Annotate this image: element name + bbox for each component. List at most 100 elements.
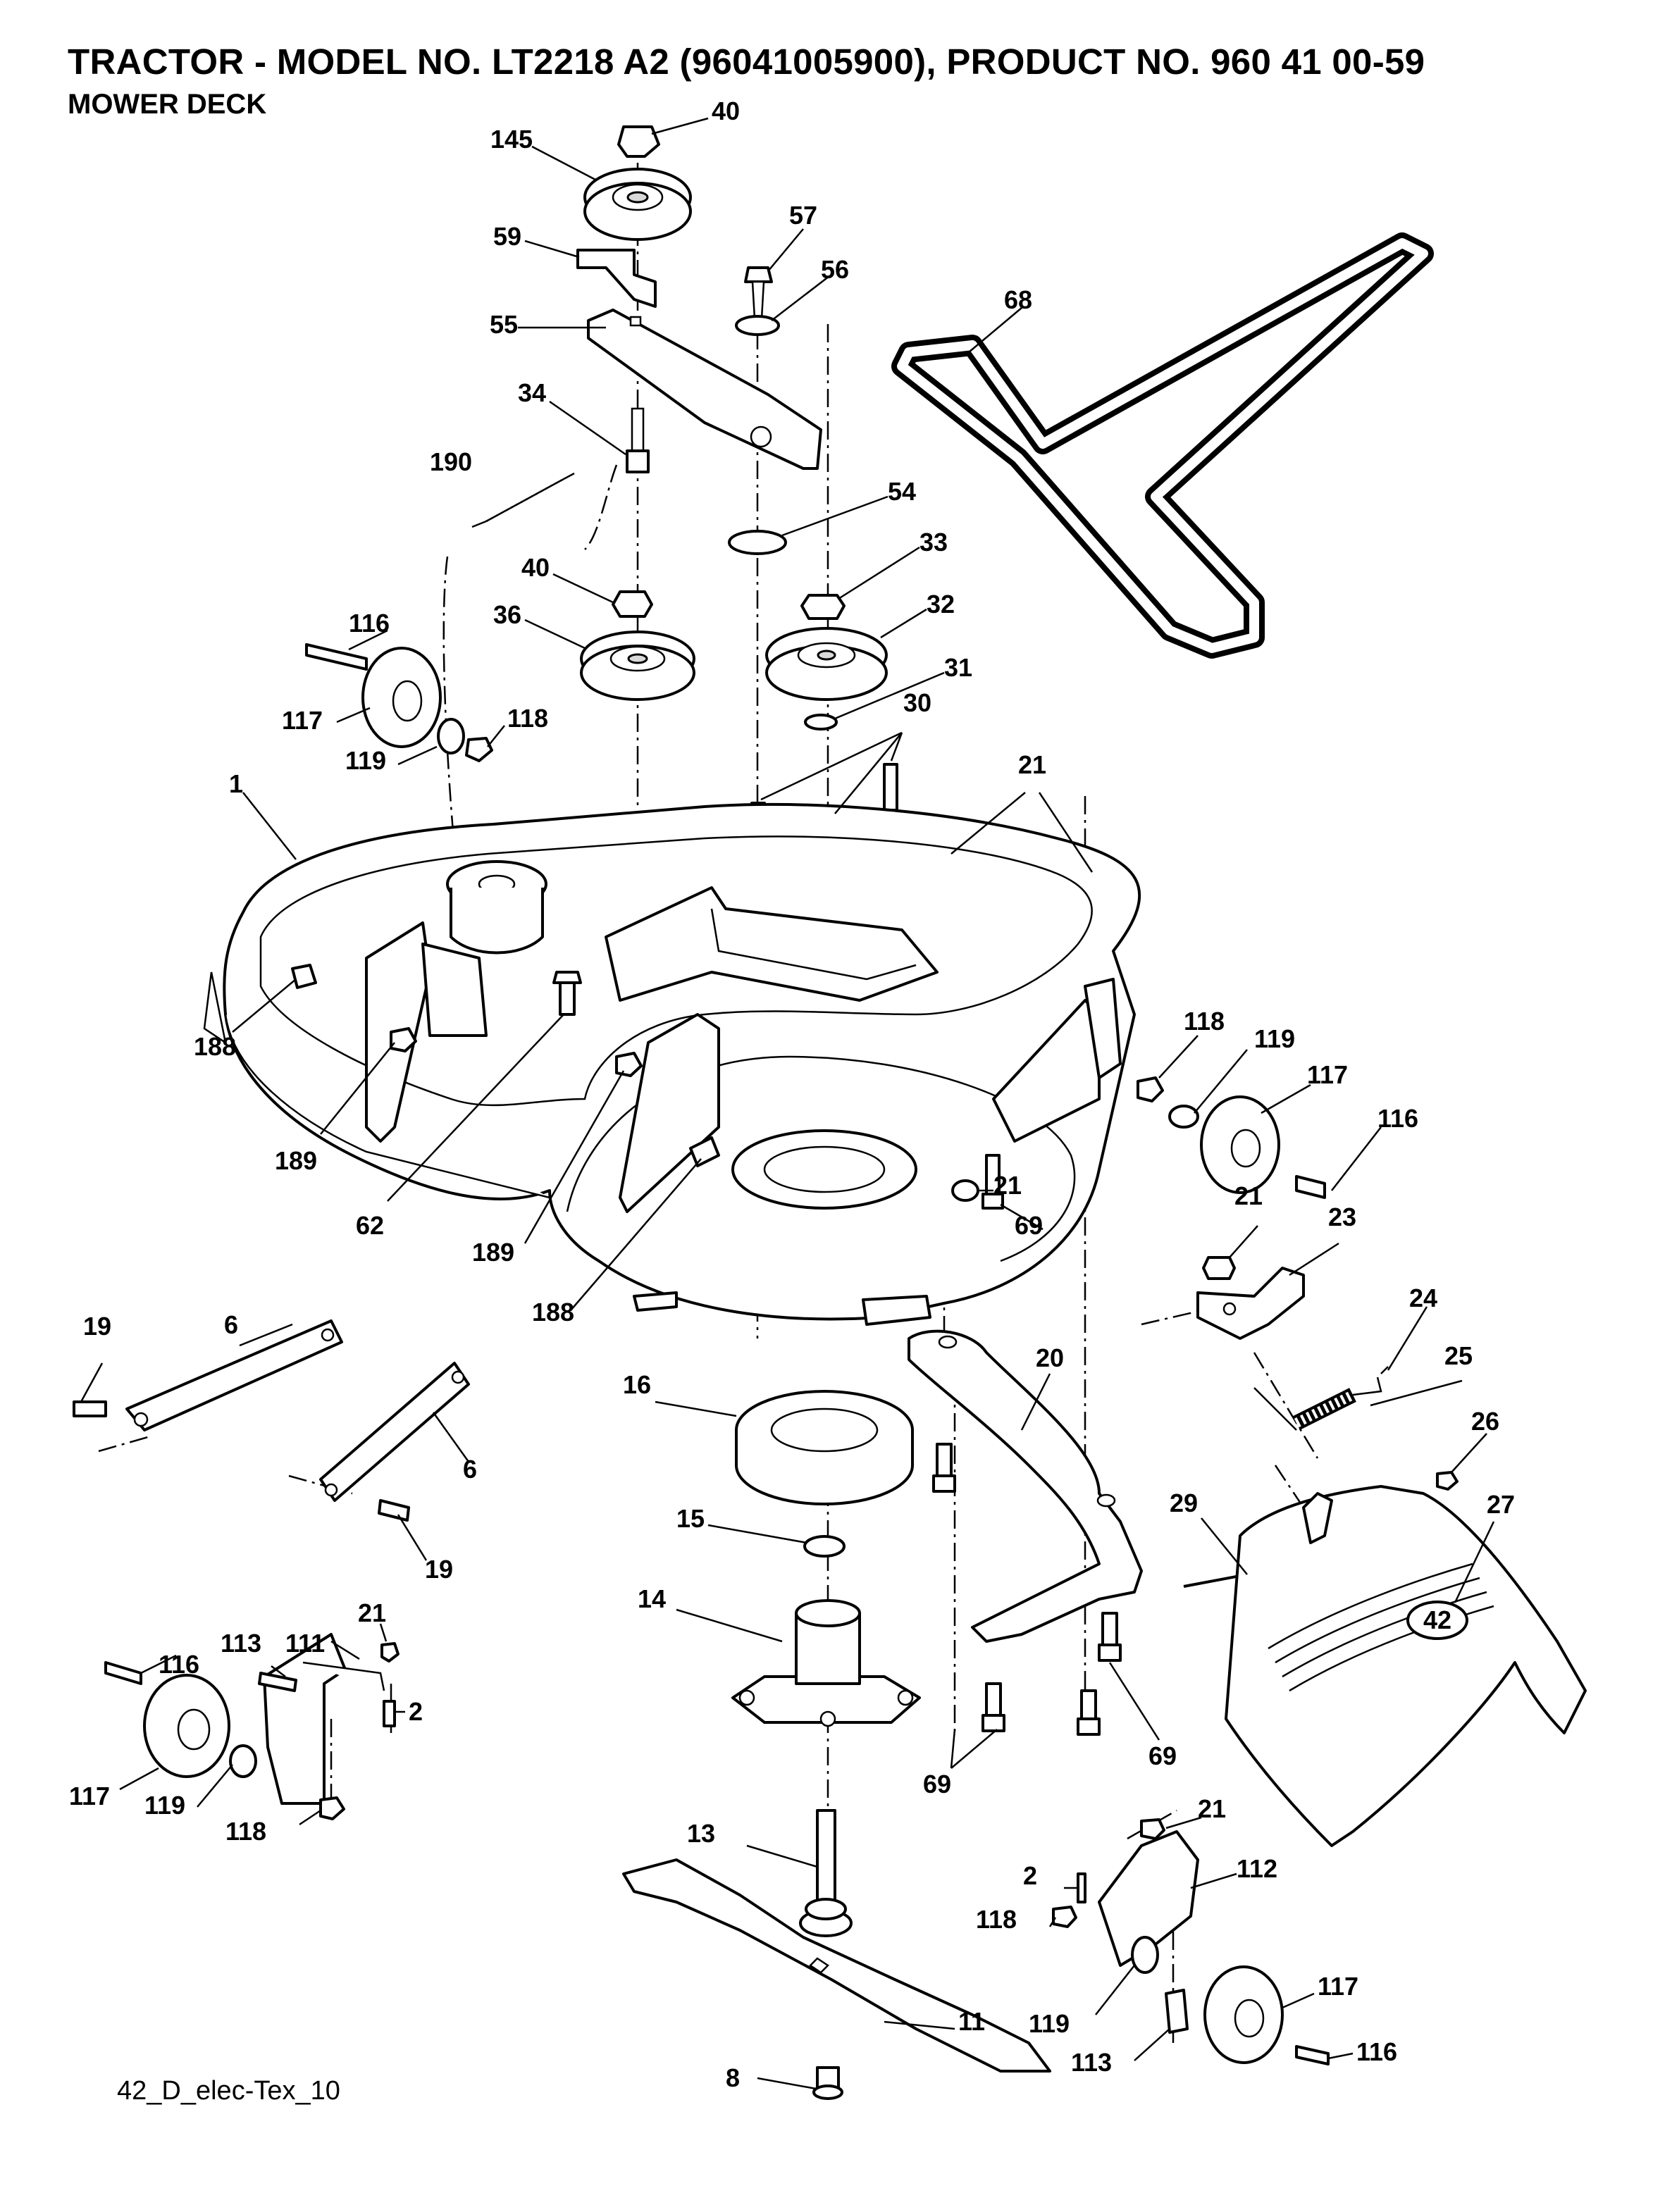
callout-label: 189 <box>275 1146 317 1175</box>
callout-label: 8 <box>726 2063 740 2092</box>
callout-label: 59 <box>493 222 521 251</box>
callout-label: 69 <box>923 1770 951 1798</box>
callout-label: 112 <box>1237 1854 1277 1883</box>
callout-label: 145 <box>490 125 533 154</box>
arm-6-lower <box>319 1362 470 1502</box>
bolt-62 <box>552 971 582 1016</box>
nut-33 <box>800 594 846 620</box>
callout-label: 118 <box>225 1817 266 1846</box>
callout-label: 69 <box>1148 1741 1177 1770</box>
callout-label: 1 <box>229 769 243 798</box>
callout-label: 19 <box>425 1555 453 1584</box>
callout-label: 23 <box>1328 1203 1356 1231</box>
callout-label: 6 <box>224 1310 238 1339</box>
callout-label: 118 <box>507 704 548 733</box>
callout-label: 54 <box>888 477 916 506</box>
callout-label: 119 <box>144 1791 185 1820</box>
washer-31 <box>804 714 838 731</box>
spring-190 <box>471 472 575 528</box>
callout-label: 32 <box>927 590 955 619</box>
callout-label: 13 <box>687 1819 715 1848</box>
callout-label: 21 <box>1198 1794 1226 1823</box>
callout-label: 188 <box>194 1032 236 1061</box>
callout-label: 68 <box>1004 285 1032 314</box>
callout-label: 2 <box>409 1697 423 1726</box>
callout-label: 117 <box>1318 1972 1358 2001</box>
washer-15 <box>803 1535 846 1558</box>
callout-label: 116 <box>349 609 390 638</box>
washer-56 <box>735 315 780 336</box>
drive-belt <box>891 232 1434 659</box>
callout-label: 69 <box>1015 1211 1043 1240</box>
callout-label: 29 <box>1170 1489 1198 1517</box>
arm-6-upper <box>125 1319 343 1431</box>
callout-labels: 40 145 59 57 56 55 34 68 190 54 33 40 36… <box>69 97 1515 2092</box>
nut-21-deck <box>951 1179 979 1202</box>
nut-26 <box>1436 1471 1459 1491</box>
callout-label: 21 <box>358 1598 386 1627</box>
callout-label: 25 <box>1444 1341 1473 1370</box>
bolt-19-upper <box>73 1400 107 1417</box>
section-subtitle: MOWER DECK <box>68 89 267 120</box>
callout-label: 119 <box>1029 2009 1070 2038</box>
callout-label: 34 <box>518 378 546 407</box>
callout-label: 57 <box>789 201 817 230</box>
gauge-wheel-assembly-upper-right <box>1137 1076 1326 1199</box>
discharge-chute-27: 42 <box>1225 1485 1587 1847</box>
callout-label: 118 <box>1184 1007 1225 1036</box>
callout-label: 56 <box>821 255 849 284</box>
callout-label: 116 <box>159 1650 199 1679</box>
idler-pulley-145 <box>583 125 692 241</box>
callout-label: 119 <box>345 746 386 775</box>
bracket-23 <box>1196 1267 1305 1340</box>
callout-label: 14 <box>638 1584 666 1613</box>
bolts-69-guard <box>932 1443 1122 1736</box>
callout-label: 21 <box>993 1171 1022 1200</box>
spindle-pulley-32 <box>765 627 888 701</box>
callout-label: 111 <box>285 1629 325 1658</box>
callout-label: 20 <box>1036 1343 1064 1372</box>
callout-label: 118 <box>976 1905 1017 1934</box>
callout-label: 26 <box>1471 1407 1499 1436</box>
callout-label: 119 <box>1254 1024 1295 1053</box>
washer-54 <box>728 530 787 555</box>
idler-arm-55 <box>587 309 822 470</box>
callout-label: 55 <box>490 310 518 339</box>
callout-label: 62 <box>356 1211 384 1240</box>
gauge-wheel-assembly-lower-right <box>1052 1818 1330 2065</box>
spindle-shaft-13 <box>799 1809 853 1937</box>
diagram-reference-code: 42_D_elec-Tex_10 <box>117 2076 340 2106</box>
callout-label: 33 <box>919 528 948 557</box>
callout-label: 19 <box>83 1312 111 1341</box>
callout-label: 15 <box>676 1504 705 1533</box>
callout-label: 116 <box>1356 2037 1397 2066</box>
nut-40-lower <box>612 590 653 618</box>
bolts-188 <box>291 964 720 1167</box>
callout-label: 27 <box>1487 1490 1515 1519</box>
callout-label: 113 <box>1071 2048 1112 2077</box>
bolt-34 <box>626 407 650 473</box>
callout-label: 113 <box>221 1629 261 1658</box>
callout-label: 117 <box>282 706 323 735</box>
callout-label: 24 <box>1409 1284 1437 1312</box>
callout-label: 36 <box>493 600 521 629</box>
callout-label: 6 <box>463 1455 477 1484</box>
mower-blade-11 <box>622 1858 1051 2073</box>
callout-label: 188 <box>532 1298 574 1326</box>
callout-leaders <box>80 117 1495 2090</box>
spring-25 <box>1253 1377 1382 1431</box>
mower-deck-housing <box>203 803 1141 1326</box>
callout-label: 190 <box>430 447 472 476</box>
gauge-wheel-assembly-upper-left <box>305 643 493 762</box>
blade-bolt-8 <box>812 2066 843 2100</box>
belt-guard-20 <box>908 1329 1143 1643</box>
callout-label: 117 <box>69 1782 110 1810</box>
nut-21-bracket <box>1202 1256 1236 1280</box>
callout-label: 31 <box>944 653 972 682</box>
callout-label: 21 <box>1018 750 1046 779</box>
callout-label: 40 <box>521 553 550 582</box>
page-title: TRACTOR - MODEL NO. LT2218 A2 (960410059… <box>68 42 1425 82</box>
idler-pulley-36 <box>580 630 695 701</box>
callout-label: 117 <box>1307 1060 1348 1089</box>
